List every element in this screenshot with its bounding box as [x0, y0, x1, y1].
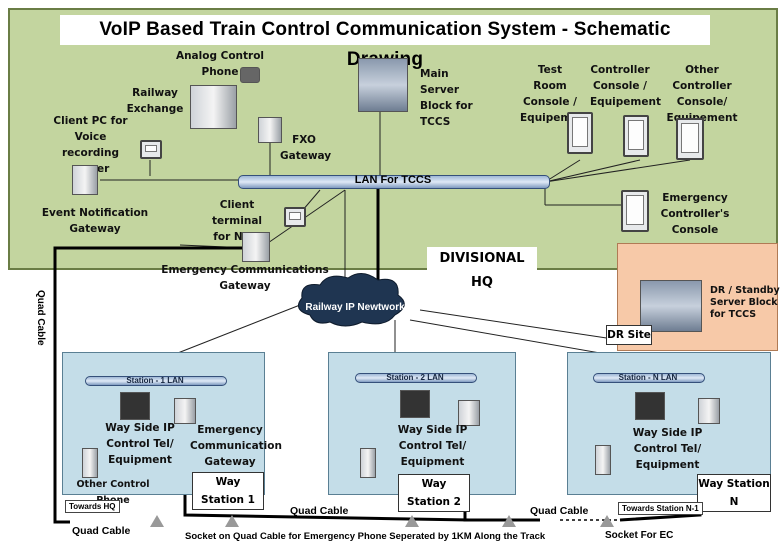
station-2-tel-label: Way Side IP Control Tel/ Equipment	[397, 424, 468, 468]
quad-cable-hq	[53, 246, 250, 524]
station-1-tel-label: Way Side IP Control Tel/ Equipment	[105, 422, 175, 466]
line-controller	[544, 159, 641, 183]
fxo-gateway-icon	[258, 117, 282, 143]
station-n-gateway-icon	[698, 398, 720, 424]
quad-cable-mid-label: Quad Cable	[290, 505, 349, 517]
controller-monitor-icon	[623, 115, 649, 157]
other-controller-monitor-icon	[676, 118, 704, 160]
way-station-1-tag: Way Station 1	[192, 472, 264, 510]
emergency-gateway-label: Emergency Communications Gateway	[161, 264, 329, 292]
controller-console-label: Controller Console / Equipement	[590, 64, 661, 108]
analog-phone-label: Analog Control Phone	[175, 50, 265, 78]
station-2-gateway-icon	[458, 400, 480, 426]
towards-hq-tag: Towards HQ	[65, 500, 120, 513]
socket-icon	[225, 515, 239, 527]
station-1-gateway-label: Emergency Communication Gateway	[190, 424, 282, 468]
socket-icon	[405, 515, 419, 527]
line-cloud-dr	[419, 309, 621, 341]
station-n-lan-bar	[593, 373, 705, 383]
analog-phone-icon	[240, 67, 260, 83]
station-n-ip-phone-icon	[635, 392, 665, 420]
dr-server-icon	[640, 280, 702, 332]
socket-note: Socket on Quad Cable for Emergency Phone…	[185, 531, 546, 542]
divisional-hq-region	[8, 8, 778, 270]
railway-exchange-label: Railway Exchange	[126, 87, 184, 115]
event-gateway-label: Event Notification Gateway	[41, 207, 149, 235]
station-2-lan-bar	[355, 373, 477, 383]
socket-ec-label: Socket For EC	[605, 530, 674, 541]
station-1-lan-bar	[85, 376, 227, 386]
railway-exchange-icon	[190, 85, 237, 129]
quad-cable-left-label: Quad Cable	[72, 525, 131, 537]
station-1-ip-phone-icon	[120, 392, 150, 420]
station-1-lan-label: Station - 1 LAN	[126, 376, 184, 385]
station-1-gateway-icon	[174, 398, 196, 424]
station-n-tel-label: Way Side IP Control Tel/ Equipment	[632, 427, 703, 471]
main-server-label: Main Server Block for TCCS	[420, 68, 473, 128]
socket-icon	[150, 515, 164, 527]
other-control-phone-icon	[82, 448, 98, 478]
divisional-hq-label: DIVISIONAL HQ	[427, 247, 537, 290]
way-station-n-tag: Way Station N	[697, 474, 771, 512]
way-station-2-tag: Way Station 2	[398, 474, 470, 512]
lan-for-tccs-bar	[238, 175, 550, 189]
quad-cable-right-label: Quad Cable	[530, 505, 589, 517]
station-2-lan-label: Station - 2 LAN	[386, 373, 444, 382]
station-2-phone-icon	[360, 448, 376, 478]
station-n-lan-label: Station - N LAN	[618, 373, 678, 382]
other-controller-label: Other Controller Console/ Equipement	[667, 64, 738, 124]
test-room-monitor-icon	[567, 112, 593, 154]
line-test-room	[544, 159, 581, 183]
emergency-gateway-icon	[242, 232, 270, 262]
emergency-controller-label: Emergency Controller's Console	[660, 192, 730, 236]
main-server-icon	[358, 58, 408, 112]
station-n-phone-icon	[595, 445, 611, 475]
fxo-gateway-label: FXO Gateway	[280, 134, 332, 162]
emergency-controller-monitor-icon	[621, 190, 649, 232]
dr-site-tag: DR Site	[606, 325, 652, 345]
line-cloud-st1	[159, 304, 301, 361]
client-pc-icon	[140, 140, 162, 159]
client-nms-icon	[284, 207, 306, 227]
dr-server-label: DR / Standby Server Block for TCCS	[710, 285, 780, 320]
station-2-ip-phone-icon	[400, 390, 430, 418]
railway-ip-network-cloud	[297, 273, 405, 327]
quad-cable-vertical-label: Quad Cable	[35, 290, 46, 346]
event-gateway-icon	[72, 165, 98, 195]
socket-icon	[600, 515, 614, 527]
socket-icon	[502, 515, 516, 527]
towards-station-n1-tag: Towards Station N-1	[618, 502, 703, 515]
lan-for-tccs-label: LAN For TCCS	[354, 174, 432, 186]
line-other-controller	[544, 159, 691, 183]
cloud-label: Railway IP Newtwork	[305, 302, 405, 313]
